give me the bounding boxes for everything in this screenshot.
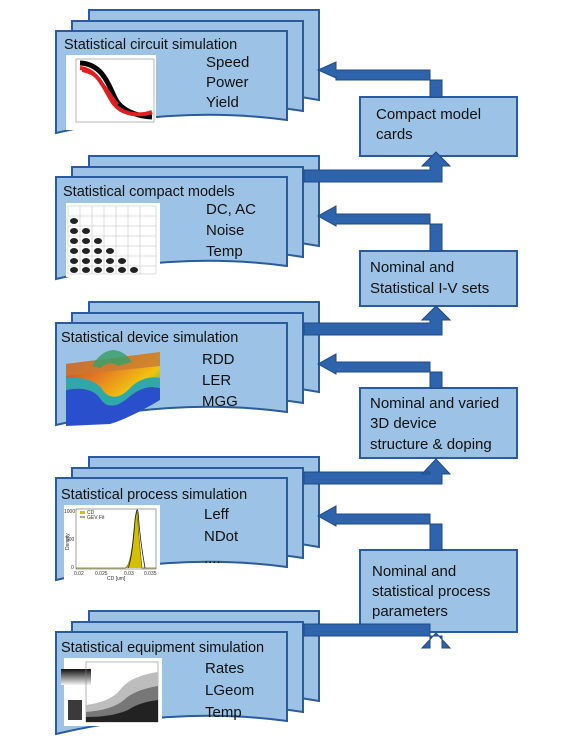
box-line: cards: [376, 126, 413, 143]
y-axis-label: Density: [65, 533, 71, 550]
equipment-plot-thumbnail: [61, 658, 162, 726]
box-iv-sets: Nominal and Statistical I-V sets: [359, 250, 518, 307]
stack-item: Rates: [205, 660, 244, 677]
box-line: parameters: [372, 603, 448, 620]
stack-item: Temp: [205, 704, 242, 721]
connector-arrows: [303, 151, 452, 649]
y-tick-label: 500: [66, 537, 75, 543]
x-axis-label: CD [um]: [107, 576, 126, 582]
stack-compact-models: Statistical compact models DC, AC Noise …: [55, 155, 320, 281]
x-tick-label: 0.03: [124, 571, 134, 577]
stack-item: Noise: [206, 222, 244, 239]
box-line: Statistical I-V sets: [370, 280, 489, 297]
box-line: structure & doping: [370, 436, 492, 453]
stack-item: Temp: [206, 243, 243, 260]
stack-item: Leff: [204, 506, 230, 523]
x-tick-label: 0.02: [74, 571, 84, 577]
stack-item: RDD: [202, 351, 235, 368]
stack-process: Statistical process simulation Leff NDot…: [55, 456, 320, 582]
left-arrow: [316, 505, 443, 551]
scatter-matrix-thumbnail: [66, 203, 160, 277]
left-arrow: [316, 205, 443, 252]
box-line: Nominal and varied: [370, 395, 499, 412]
left-arrow: [316, 353, 443, 389]
stack-item: Power: [206, 74, 249, 91]
stack-item: DC, AC: [206, 201, 256, 218]
stack-title: Statistical circuit simulation: [64, 37, 237, 53]
stack-item: Speed: [206, 54, 249, 71]
box-process-parameters: Nominal and statistical process paramete…: [359, 549, 518, 633]
box-line: 3D device: [370, 415, 437, 432]
stack-item: NDot: [204, 528, 239, 545]
up-arrow: [303, 305, 452, 336]
box-line: statistical process: [372, 583, 490, 600]
stack-item: LGeom: [205, 682, 254, 699]
up-arrow: [303, 623, 452, 649]
box-line: Nominal and: [372, 563, 456, 580]
box-line: Compact model: [376, 106, 481, 123]
box-line: Nominal and: [370, 259, 454, 276]
y-tick-label: 1000: [64, 509, 75, 515]
stack-item: Yield: [206, 94, 239, 111]
up-arrow: [303, 458, 452, 485]
stack-title: Statistical device simulation: [61, 330, 238, 346]
legend-label: CD: [87, 510, 95, 516]
stack-title: Statistical compact models: [63, 184, 235, 200]
y-tick-label: 0: [71, 565, 74, 571]
left-arrow: [316, 61, 443, 98]
stack-circuit: Statistical circuit simulation Speed Pow…: [55, 9, 320, 135]
device-3d-thumbnail: [66, 350, 160, 426]
stack-item: ....: [204, 550, 221, 567]
box-3d-device-structure: Nominal and varied 3D device structure &…: [359, 387, 518, 459]
stack-title: Statistical process simulation: [61, 487, 247, 503]
circuit-plot-thumbnail: [66, 55, 156, 130]
stack-equipment: Statistical equipment simulation Rates L…: [55, 610, 320, 736]
process-histogram-thumbnail: CD GEV Fit Density 1000 500 0 0.02 0.025…: [64, 505, 160, 582]
feedback-arrows: [316, 61, 443, 551]
x-tick-label: 0.025: [95, 571, 108, 577]
stack-item: MGG: [202, 393, 238, 410]
x-tick-label: 0.035: [144, 571, 157, 577]
stack-item: LER: [202, 372, 231, 389]
legend-label: GEV Fit: [87, 515, 105, 521]
stack-title: Statistical equipment simulation: [61, 640, 264, 656]
up-arrow: [303, 151, 452, 183]
stack-device: Statistical device simulation RDD LER MG…: [55, 301, 320, 427]
box-compact-model-cards: Compact model cards: [359, 96, 518, 157]
